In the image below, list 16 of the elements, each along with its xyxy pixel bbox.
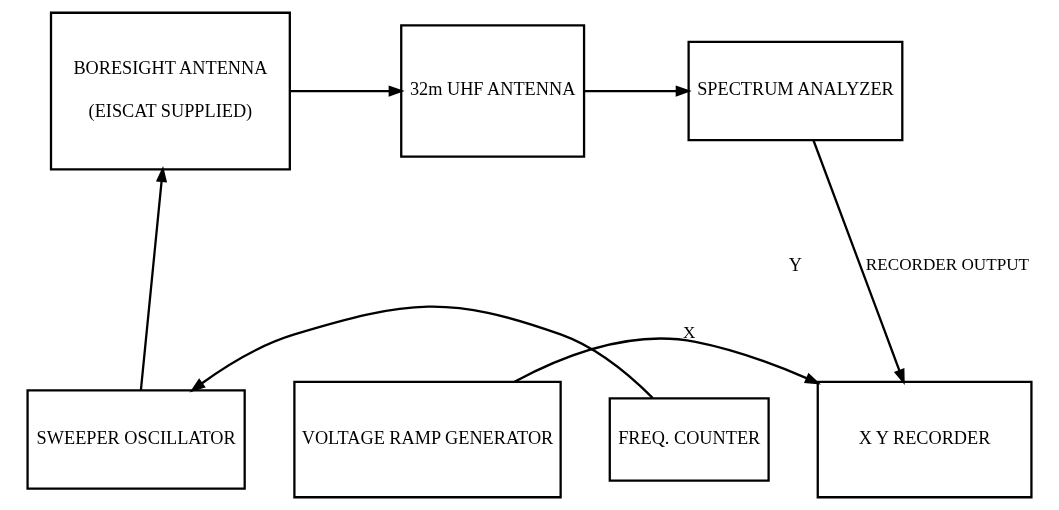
label: Y	[788, 254, 803, 275]
arrow	[812, 139, 905, 385]
node-box: SPECTRUM ANALYZER	[687, 40, 904, 142]
edge-label: RECORDER OUTPUT	[865, 255, 1030, 275]
arrow	[290, 85, 405, 97]
node-box: BORESIGHT ANTENNA (EISCAT SUPPLIED)	[49, 11, 291, 171]
node-box: VOLTAGE RAMP GENERATOR	[293, 380, 562, 499]
node-box: 32m UHF ANTENNA	[400, 24, 586, 158]
arrow	[189, 305, 654, 399]
edge-label: X	[683, 323, 696, 343]
arrow	[514, 337, 821, 385]
node-box: X Y RECORDER	[816, 380, 1033, 499]
arrow	[584, 85, 692, 97]
node-box: FREQ. COUNTER	[608, 397, 770, 482]
node-box: SWEEPER OSCILLATOR	[26, 389, 246, 490]
arrow	[139, 165, 168, 391]
